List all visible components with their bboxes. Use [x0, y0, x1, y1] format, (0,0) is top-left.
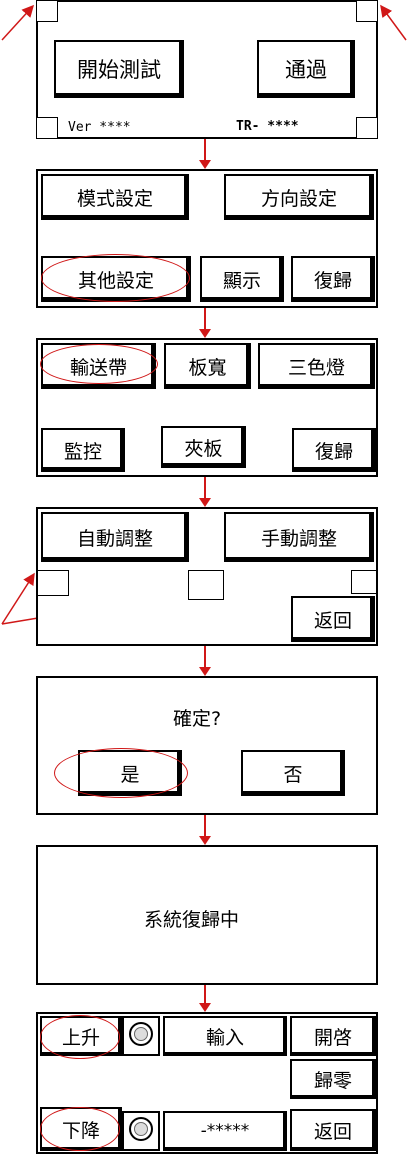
reset-button[interactable]: 復歸 [292, 428, 376, 472]
screen-system-resetting: 系統復歸中 [36, 845, 378, 985]
no-button[interactable]: 否 [241, 750, 345, 796]
tri-color-light-button[interactable]: 三色燈 [258, 343, 375, 389]
flow-arrow [199, 985, 211, 1012]
up-button[interactable]: 上升 [40, 1016, 122, 1056]
other-setting-button[interactable]: 其他設定 [41, 256, 191, 302]
pointer-line-hidden-left [2, 574, 34, 624]
input-button[interactable]: 輸入 [163, 1016, 287, 1056]
screen-confirm-dialog: 確定? 是 否 [36, 676, 378, 815]
flow-arrow [199, 477, 211, 507]
manual-adjust-button[interactable]: 手動調整 [224, 512, 374, 562]
version-label: Ver **** [68, 120, 131, 135]
tr-label: TR- **** [236, 119, 299, 134]
auto-adjust-button[interactable]: 自動調整 [41, 512, 189, 562]
screen-other-settings: 輸送帶 板寬 三色燈 監控 夾板 復歸 [36, 338, 378, 477]
hidden-button-center[interactable] [188, 570, 224, 600]
board-width-button[interactable]: 板寬 [164, 343, 251, 389]
hidden-corner-button-top-left[interactable] [36, 0, 58, 22]
up-indicator-lamp [122, 1016, 160, 1056]
start-test-button[interactable]: 開始測試 [54, 40, 184, 98]
direction-setting-button[interactable]: 方向設定 [224, 174, 374, 220]
flow-arrow [199, 646, 211, 676]
pass-button[interactable]: 通過 [257, 40, 355, 98]
screen-conveyor-adjust: 自動調整 手動調整 返回 [36, 507, 378, 646]
clamp-button[interactable]: 夾板 [161, 426, 246, 468]
screen-settings-menu: 模式設定 方向設定 其他設定 顯示 復歸 [36, 169, 378, 308]
back-button[interactable]: 返回 [291, 596, 375, 642]
flow-arrow [199, 139, 211, 169]
open-button[interactable]: 開啓 [290, 1016, 376, 1056]
pointer-line-top-left [2, 6, 33, 40]
pointer-line-top-right [381, 6, 406, 40]
hidden-corner-button-bottom-right[interactable] [356, 117, 378, 139]
display-button[interactable]: 顯示 [200, 256, 284, 302]
flow-arrow [199, 815, 211, 845]
yes-button[interactable]: 是 [78, 750, 182, 796]
screen-start: 開始測試 通過 Ver **** TR- **** [36, 0, 378, 139]
monitor-button[interactable]: 監控 [41, 428, 125, 472]
hidden-button-right[interactable] [351, 570, 377, 594]
reset-button[interactable]: 復歸 [291, 256, 375, 302]
back-button[interactable]: 返回 [290, 1109, 376, 1151]
value-display[interactable]: -***** [163, 1111, 287, 1151]
confirm-prompt: 確定? [173, 704, 221, 731]
mode-setting-button[interactable]: 模式設定 [41, 174, 189, 220]
screen-manual-control: 上升 輸入 開啓 歸零 下降 -***** 返回 [36, 1012, 378, 1154]
down-button[interactable]: 下降 [40, 1107, 122, 1151]
hidden-corner-button-bottom-left[interactable] [36, 117, 58, 139]
indicator-lamp-icon [129, 1117, 153, 1141]
down-indicator-lamp [122, 1111, 160, 1151]
flow-arrow [199, 308, 211, 338]
conveyor-button[interactable]: 輸送帶 [41, 343, 156, 389]
hidden-button-left[interactable] [37, 570, 69, 596]
system-reset-message: 系統復歸中 [144, 905, 239, 932]
indicator-lamp-icon [129, 1022, 153, 1046]
zero-button[interactable]: 歸零 [290, 1059, 376, 1099]
hidden-corner-button-top-right[interactable] [356, 0, 378, 22]
